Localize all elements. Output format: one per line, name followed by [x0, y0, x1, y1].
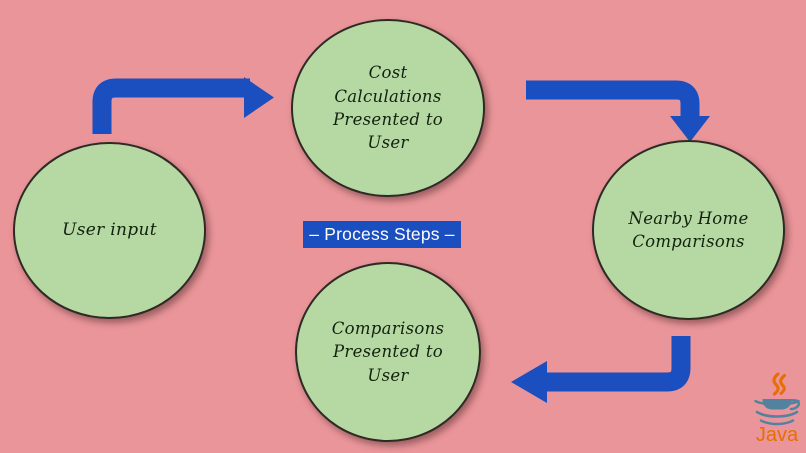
elbow-arrow-down-left-icon	[503, 334, 695, 403]
node-cost-calculations[interactable]: Cost Calculations Presented to User	[291, 19, 485, 197]
elbow-arrow-up-right-icon	[92, 76, 282, 136]
node-comparisons-presented-label: Comparisons Presented to User	[331, 318, 445, 385]
elbow-arrow-right-down-icon	[524, 76, 710, 142]
node-user-input[interactable]: User input	[13, 142, 206, 319]
node-cost-calculations-label: Cost Calculations Presented to User	[333, 63, 443, 153]
process-steps-badge-label: – Process Steps –	[309, 224, 455, 244]
java-coffee-cup-logo-icon: Java	[748, 368, 806, 444]
node-comparisons-presented[interactable]: Comparisons Presented to User	[295, 262, 481, 442]
java-wordmark: Java	[756, 424, 799, 444]
node-nearby-home-comparisons[interactable]: Nearby Home Comparisons	[592, 140, 785, 320]
node-nearby-home-comparisons-label: Nearby Home Comparisons	[628, 208, 749, 251]
process-steps-badge: – Process Steps –	[303, 221, 461, 248]
node-user-input-label: User input	[62, 220, 157, 241]
